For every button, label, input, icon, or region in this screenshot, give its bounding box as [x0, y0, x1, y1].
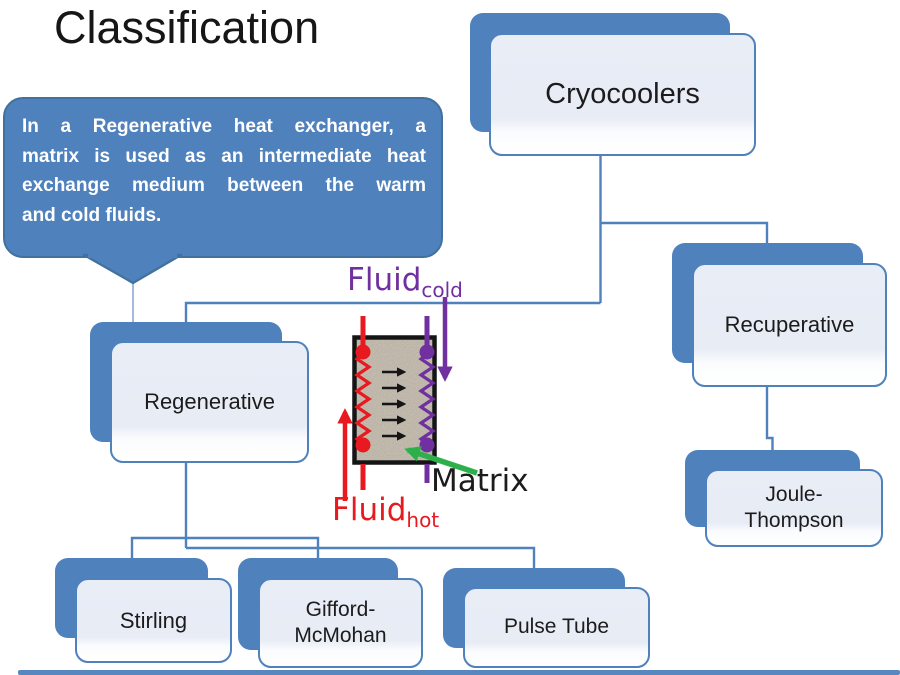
node-front-panel: Regenerative — [110, 341, 309, 463]
node-label: Stirling — [119, 607, 188, 633]
callout-line: exchange medium between the warm — [22, 175, 426, 196]
bottom-accent-bar — [18, 670, 900, 675]
callout-tail-join — [88, 251, 177, 258]
node-front-panel: Recuperative — [692, 263, 887, 387]
connector-to-recuperative — [600, 221, 769, 243]
node-label: Joule-Thompson — [744, 482, 844, 532]
page-title: Classification — [54, 2, 320, 53]
node-label: Recuperative — [724, 312, 855, 338]
connector-to-regenerative — [184, 301, 601, 322]
hot-fluid-zigzag — [354, 352, 372, 446]
matrix-pointer-arrow — [404, 446, 478, 476]
fluid-hot-label: Fluidhot — [332, 492, 439, 532]
callout-line: matrix is used as an intermediate heat — [22, 145, 426, 167]
node-front-panel: Stirling — [75, 578, 232, 663]
callout-text: In a Regenerative heat exchanger, a matr… — [22, 112, 426, 230]
cold-fluid-path — [418, 297, 453, 483]
hot-fluid-path — [337, 316, 372, 501]
fluid-cold-sub: cold — [421, 278, 462, 302]
node-front-panel: Joule-Thompson — [705, 469, 883, 547]
heat-flow-arrows — [382, 367, 407, 441]
connector-to-pulse-tube — [186, 546, 536, 568]
connector-recuperative-to-joule — [765, 387, 774, 452]
matrix-label: Matrix — [431, 463, 529, 499]
node-label: Cryocoolers — [545, 78, 700, 111]
cold-fluid-zigzag — [418, 352, 436, 446]
node-label: Gifford-McMohan — [294, 597, 387, 647]
node-label: Pulse Tube — [503, 615, 610, 639]
node-label: Regenerative — [144, 389, 275, 415]
node-front-panel: Gifford-McMohan — [258, 578, 423, 668]
fluid-hot-base: Fluid — [332, 492, 406, 528]
fluid-hot-sub: hot — [406, 508, 439, 532]
fluid-cold-label: Fluidcold — [347, 262, 463, 302]
node-front-panel: Cryocoolers — [489, 33, 756, 156]
callout-line: and cold fluids. — [22, 204, 162, 226]
fluid-cold-base: Fluid — [347, 262, 421, 298]
callout-line: In a Regenerative heat exchanger, a — [22, 116, 426, 137]
node-front-panel: Pulse Tube — [463, 587, 650, 668]
callout-bubble: In a Regenerative heat exchanger, a matr… — [3, 97, 443, 258]
